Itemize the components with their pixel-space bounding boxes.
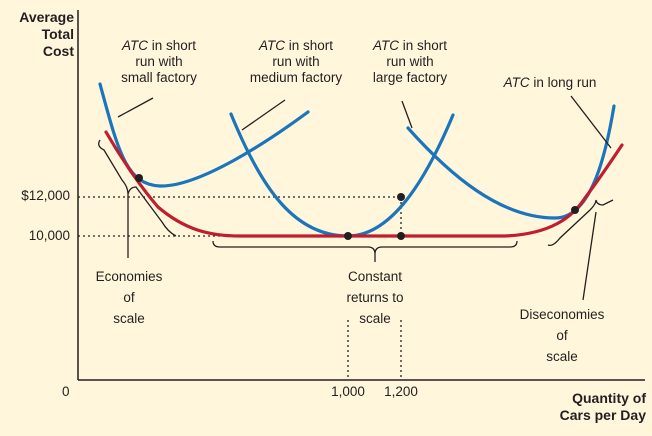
pointer-small xyxy=(117,97,154,118)
label-diseconomies-line-3: scale xyxy=(546,349,578,364)
label-atc-small-line-3: small factory xyxy=(121,70,197,85)
label-constant-line-3: scale xyxy=(359,311,391,326)
label-economies-line-2: of xyxy=(123,290,135,305)
constant-brace xyxy=(212,240,518,255)
point-small-tangent xyxy=(135,174,143,182)
y-axis-title-line-2: Total xyxy=(41,26,74,42)
label-constant-line-2: returns to xyxy=(346,290,404,305)
point-medium-min xyxy=(344,232,352,240)
pointer-large xyxy=(401,100,413,129)
label-diseconomies-of-scale: Diseconomies of scale xyxy=(510,304,614,367)
label-atc-small-prefix: ATC xyxy=(121,38,148,53)
economies-brace xyxy=(98,139,177,237)
x-axis-title: Quantity of Cars per Day xyxy=(540,390,646,424)
label-atc-large-prefix: ATC xyxy=(372,38,399,53)
label-atc-medium-line-2: run with xyxy=(272,54,320,69)
label-diseconomies-line-2: of xyxy=(556,328,568,343)
label-atc-large-line-1: in short xyxy=(398,38,448,53)
point-large-tangent xyxy=(571,206,579,214)
label-atc-medium-line-1: in short xyxy=(284,38,334,53)
diseconomies-pointer xyxy=(582,211,597,301)
label-diseconomies-line-1: Diseconomies xyxy=(519,307,605,322)
diseconomies-brace xyxy=(547,199,614,246)
label-economies-of-scale: Economies of scale xyxy=(86,266,172,329)
x-axis-title-line-2: Cars per Day xyxy=(559,407,646,423)
x-axis-title-line-1: Quantity of xyxy=(572,390,646,406)
origin-label: 0 xyxy=(62,384,70,399)
label-atc-long-prefix: ATC xyxy=(503,75,530,90)
atc-long-run-curve xyxy=(104,130,624,238)
label-atc-long-line-1: in long run xyxy=(529,75,597,90)
x-tick-1200: 1,200 xyxy=(384,384,418,399)
y-tick-10000: 10,000 xyxy=(28,228,70,243)
label-atc-medium: ATC in short run with medium factory xyxy=(239,38,353,86)
label-economies-line-1: Economies xyxy=(95,269,163,284)
label-atc-large: ATC in short run with large factory xyxy=(355,38,465,86)
y-axis-title: Average Total Cost xyxy=(4,9,74,60)
atc-short-small-curve xyxy=(98,82,310,188)
label-economies-line-3: scale xyxy=(113,311,145,326)
label-atc-large-line-3: large factory xyxy=(372,70,448,85)
y-tick-12000: $12,000 xyxy=(21,188,70,203)
point-10000-1200 xyxy=(397,232,405,240)
pointer-long xyxy=(570,95,612,149)
label-constant-line-1: Constant xyxy=(347,269,403,284)
label-atc-medium-line-3: medium factory xyxy=(249,70,343,85)
label-atc-small-line-2: run with xyxy=(135,54,183,69)
label-atc-long: ATC in long run xyxy=(490,75,610,91)
pointer-medium xyxy=(241,99,286,131)
label-atc-small: ATC in short run with small factory xyxy=(104,38,214,86)
label-atc-small-line-1: in short xyxy=(147,38,197,53)
point-12000-1200 xyxy=(397,193,405,201)
x-tick-1000: 1,000 xyxy=(331,384,365,399)
y-axis-title-line-3: Cost xyxy=(42,43,74,59)
label-atc-medium-prefix: ATC xyxy=(258,38,285,53)
atc-short-large-curve xyxy=(406,104,616,220)
atc-short-medium-curve xyxy=(229,112,455,238)
label-constant-returns: Constant returns to scale xyxy=(335,266,415,329)
y-axis-title-line-1: Average xyxy=(19,9,74,25)
label-atc-large-line-2: run with xyxy=(386,54,434,69)
